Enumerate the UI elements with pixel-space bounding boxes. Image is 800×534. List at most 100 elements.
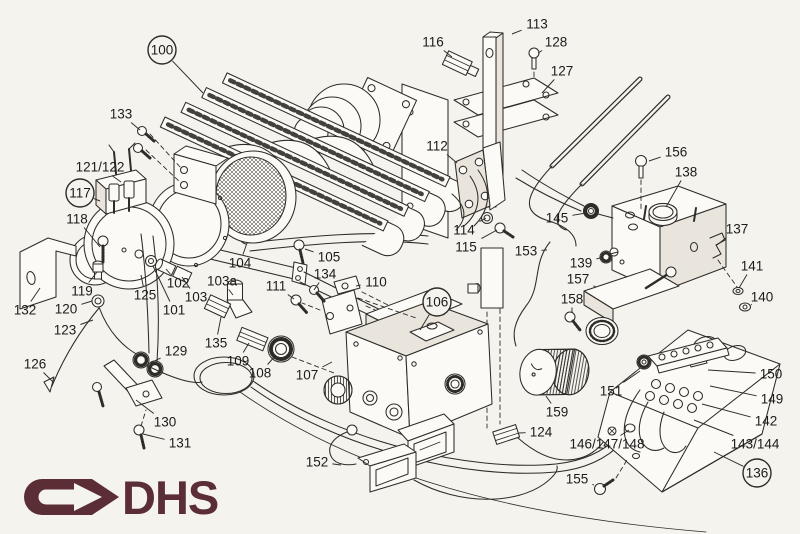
part-number: 108: [249, 366, 272, 381]
part-number: 152: [306, 455, 329, 470]
part-label-121-122: 121/122: [76, 160, 125, 183]
leader-line: [267, 354, 277, 365]
part-number: 157: [567, 272, 590, 287]
part-label-139: 139: [570, 256, 601, 271]
gas-valve: [323, 247, 504, 469]
leader-line: [149, 357, 161, 364]
part-label-103a: 103a: [207, 274, 238, 296]
part-label-119: 119: [71, 271, 98, 299]
screw-133: [136, 125, 148, 137]
leader-line: [738, 274, 748, 289]
capillary-coil: [132, 351, 707, 533]
part-number: 136: [746, 466, 769, 481]
leader-line: [596, 257, 601, 260]
burner-bar: [180, 101, 425, 242]
leader-line: [181, 276, 191, 289]
part-number: 113: [526, 17, 548, 32]
part-label-116: 116: [422, 35, 453, 58]
part-number: 111: [266, 279, 287, 294]
leader-line: [332, 463, 342, 466]
valve-wiring: [329, 424, 607, 500]
part-number: 131: [169, 436, 192, 451]
leader-line: [88, 271, 98, 283]
part-number: 103a: [207, 274, 238, 289]
part-number: 130: [154, 415, 177, 430]
wire-153: [513, 241, 551, 347]
sensor-phials: [451, 76, 671, 347]
part-label-109: 109: [227, 342, 250, 369]
leader-line: [242, 242, 248, 255]
part-label-135: 135: [205, 316, 227, 351]
part-number: 109: [227, 354, 250, 369]
part-label-145: 145: [546, 211, 587, 226]
leader-line: [665, 180, 682, 208]
part-label-156: 156: [648, 145, 687, 162]
part-label-104: 104: [229, 242, 252, 271]
part-number: 114: [453, 223, 475, 238]
leader-line: [592, 483, 595, 486]
screw-105: [293, 239, 305, 251]
part-label-132: 132: [14, 287, 41, 318]
leader-line: [30, 287, 41, 302]
screw-128: [528, 47, 540, 59]
nut-140: [738, 302, 752, 312]
part-label-101: 101: [152, 265, 185, 318]
part-label-118: 118: [66, 212, 101, 248]
part-number: 132: [14, 303, 37, 318]
leader-line: [511, 29, 522, 35]
part-label-137: 137: [716, 222, 749, 246]
part-label-136: 136: [713, 451, 772, 488]
leader-line: [83, 227, 101, 248]
part-number: 159: [546, 405, 569, 420]
leader-line: [81, 300, 93, 305]
grommet-146-147-148: [624, 423, 636, 433]
part-label-125: 125: [134, 274, 157, 303]
leader-line: [142, 433, 165, 440]
label-circle: [742, 458, 772, 488]
dhs-logo-arrow-cutout: [38, 483, 102, 511]
part-label-159: 159: [545, 395, 569, 420]
part-label-155: 155: [566, 472, 595, 487]
part-number: 146/147/148: [569, 437, 644, 452]
junction-box: [593, 329, 781, 496]
leader-line: [43, 372, 54, 383]
leader-line: [541, 79, 555, 94]
leader-line: [355, 284, 361, 287]
nut-114: [480, 211, 494, 225]
leader-line: [446, 154, 458, 164]
part-number: 158: [561, 292, 584, 307]
part-label-126: 126: [24, 357, 54, 383]
part-number: 112: [426, 139, 448, 154]
part-number: 138: [675, 165, 698, 180]
part-label-131: 131: [142, 433, 192, 451]
label-circle: [422, 287, 452, 317]
part-number: 117: [69, 186, 91, 201]
part-label-128: 128: [537, 35, 568, 54]
leader-line: [313, 282, 320, 291]
part-number: 141: [741, 259, 764, 274]
part-number: 142: [755, 414, 778, 429]
part-number: 116: [422, 35, 444, 50]
part-number: 129: [165, 344, 188, 359]
leader-line: [111, 175, 122, 183]
part-number: 137: [726, 222, 749, 237]
leader-line: [228, 289, 234, 296]
leader-line: [537, 50, 543, 54]
leader-line: [130, 122, 141, 131]
part-number: 103: [185, 290, 208, 305]
screw-111: [290, 294, 302, 306]
leader-line: [152, 265, 171, 302]
label-circle: [65, 178, 95, 208]
part-label-143-144: 143/144: [693, 419, 780, 452]
part-number: 121/122: [76, 160, 125, 175]
part-label-133: 133: [110, 107, 141, 131]
screw: [91, 381, 103, 393]
part-number: 128: [545, 35, 568, 50]
leader-line: [217, 316, 222, 335]
part-label-117: 117: [65, 178, 101, 208]
part-number: 125: [134, 288, 157, 303]
control-box: [515, 154, 752, 346]
leader-line: [479, 217, 487, 223]
part-label-146-147-148: 146/147/148: [569, 429, 645, 452]
